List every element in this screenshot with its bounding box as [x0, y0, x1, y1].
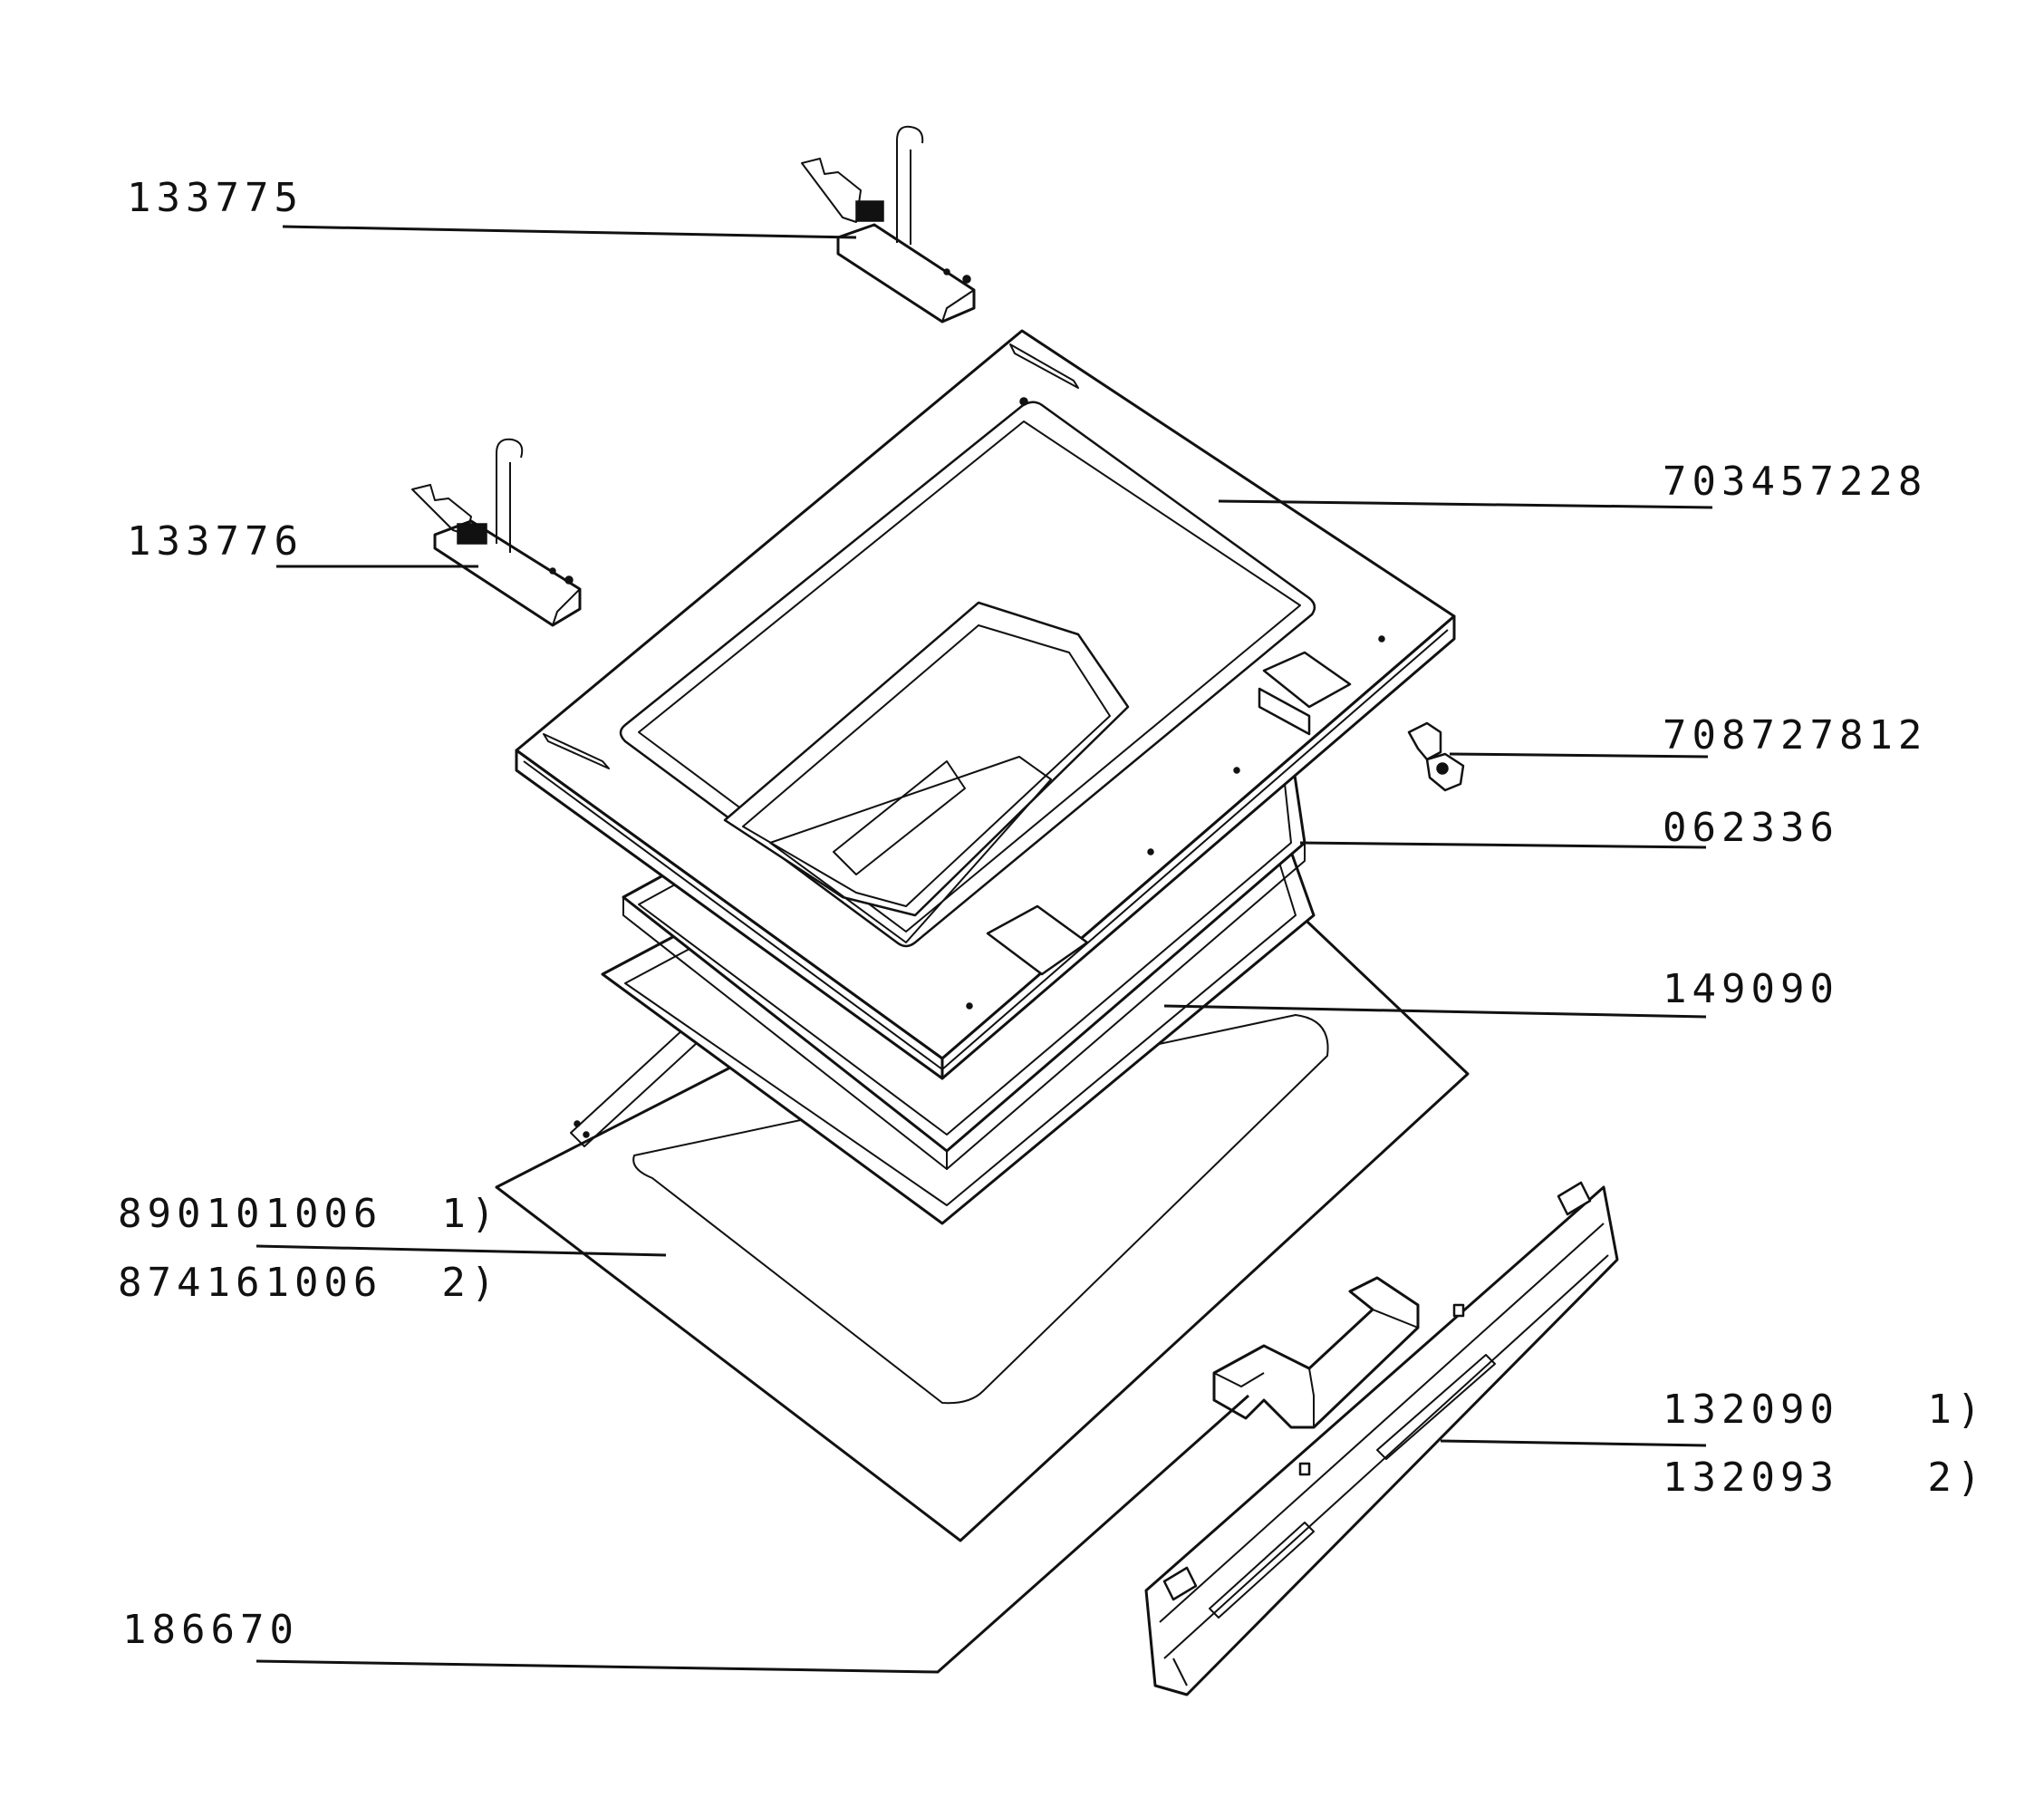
hinge-right [801, 125, 976, 324]
door-catch [1407, 721, 1465, 792]
label-890101006: 890101006 1) [118, 1191, 500, 1237]
label-133775: 133775 [127, 175, 304, 221]
label-708727812: 708727812 [1663, 712, 1927, 759]
part-number-labels: 133775 133776 703457228 708727812 062336… [118, 175, 1986, 1653]
leader-132090 [1440, 1439, 1707, 1447]
label-132090: 132090 1) [1663, 1387, 1986, 1433]
leader-062336 [1299, 841, 1707, 849]
door-handle [1144, 1181, 1619, 1696]
label-133776: 133776 [127, 518, 304, 565]
label-149090: 149090 [1663, 966, 1839, 1012]
leader-708727812 [1449, 752, 1709, 759]
label-062336: 062336 [1663, 805, 1839, 851]
label-703457228: 703457228 [1663, 459, 1927, 505]
label-186670: 186670 [122, 1607, 299, 1653]
insulation-block [1212, 1276, 1420, 1429]
leader-186670 [256, 1394, 1249, 1674]
label-132093: 132093 2) [1663, 1455, 1986, 1501]
hinge-left [411, 438, 582, 627]
label-874161006: 874161006 2) [118, 1260, 500, 1306]
door-frame [515, 329, 1456, 1080]
leader-149090 [1163, 1004, 1707, 1019]
leader-890101006 [256, 1244, 667, 1257]
leader-lines [256, 225, 1713, 1674]
leader-703457228 [1218, 499, 1713, 509]
leader-133775 [282, 225, 857, 239]
